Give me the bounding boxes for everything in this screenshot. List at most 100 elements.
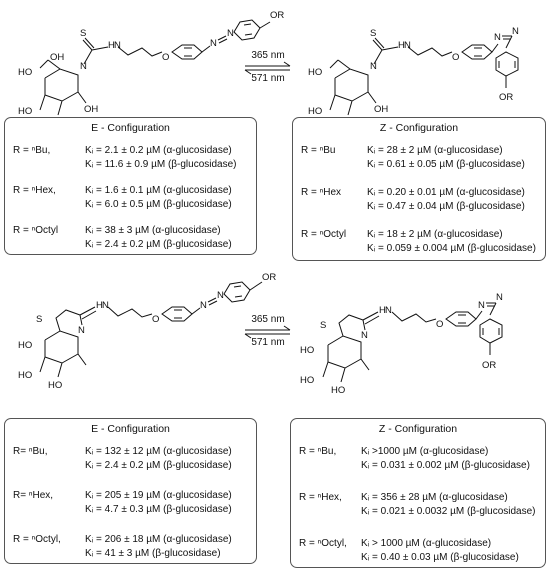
r-group-label: R = ⁿBu,: [299, 446, 337, 457]
atom-oh: OH: [50, 52, 64, 63]
box-title: E - Configuration: [91, 122, 170, 134]
r-group-label: R = ⁿBu: [301, 145, 336, 156]
r-group-label: R= ⁿBu,: [13, 446, 48, 457]
r-group-label: R = ⁿOctyl: [301, 229, 347, 240]
atom-s: S: [370, 28, 376, 39]
atom-ho: HO: [18, 106, 32, 117]
ki-alpha: Kᵢ = 18 ± 2 µM (α-glucosidase): [367, 229, 503, 240]
ki-alpha: Kᵢ = 356 ± 28 µM (α-glucosidase): [361, 492, 508, 503]
atom-ho: HO: [48, 380, 62, 391]
atom-s: S: [80, 28, 86, 39]
ki-alpha: Kᵢ = 206 ± 18 µM (α-glucosidase): [85, 534, 232, 545]
atom-n: N: [78, 325, 85, 336]
ki-beta: Kᵢ = 2.4 ± 0.2 µM (β-glucosidase): [85, 460, 232, 471]
panel2-e-config-box: E - Configuration R= ⁿBu, Kᵢ = 132 ± 12 …: [4, 418, 257, 564]
atom-ho: HO: [300, 375, 314, 386]
r-group-label: R = ⁿHex: [301, 187, 342, 198]
atom-n: N: [227, 28, 234, 39]
box-title: Z - Configuration: [379, 122, 459, 134]
ki-beta: Kᵢ = 0.031 ± 0.002 µM (β-glucosidase): [361, 460, 530, 471]
atom-or: OR: [499, 92, 513, 103]
atom-n: N: [404, 40, 411, 51]
atom-n: N: [496, 292, 503, 303]
atom-n: N: [361, 330, 368, 341]
atom-s: S: [36, 314, 42, 325]
ki-beta: Kᵢ = 0.40 ± 0.03 µM (β-glucosidase): [361, 552, 519, 563]
wavelength-label-365-top: 365 nm: [251, 50, 285, 61]
atom-h: H: [398, 40, 405, 51]
atom-n: N: [80, 61, 87, 72]
ki-beta: Kᵢ = 0.021 ± 0.0032 µM (β-glucosidase): [361, 506, 536, 517]
structure-z-thiourea: [329, 35, 519, 116]
ki-alpha: Kᵢ = 1.6 ± 0.1 µM (α-glucosidase): [85, 185, 232, 196]
r-group-label: R = ⁿOctyl,: [299, 538, 347, 549]
atom-oh: OH: [84, 104, 98, 115]
ki-beta: Kᵢ = 4.7 ± 0.3 µM (β-glucosidase): [85, 504, 232, 515]
atom-or: OR: [262, 272, 276, 283]
atom-ho: HO: [308, 106, 322, 117]
box-title: Z - Configuration: [378, 423, 458, 435]
atom-n: N: [114, 40, 121, 51]
ki-beta: Kᵢ = 0.47 ± 0.04 µM (β-glucosidase): [367, 201, 525, 212]
atom-ho: HO: [18, 67, 32, 78]
atom-or: OR: [270, 10, 284, 21]
atom-o: O: [162, 52, 169, 63]
box-title: E - Configuration: [91, 423, 170, 435]
atom-ho: HO: [18, 370, 32, 381]
atom-n: N: [494, 32, 501, 43]
ki-beta: Kᵢ = 6.0 ± 0.5 µM (β-glucosidase): [85, 199, 232, 210]
r-group-label: R = ⁿOctyl,: [13, 534, 61, 545]
r-group-label: R= ⁿHex,: [13, 490, 54, 501]
atom-n: N: [200, 300, 207, 311]
atom-n: N: [210, 38, 217, 49]
ki-beta: Kᵢ = 0.059 ± 0.004 µM (β-glucosidase): [367, 243, 536, 254]
wavelength-label-571-bottom: 571 nm: [251, 337, 285, 348]
atom-o: O: [152, 314, 159, 325]
atom-s: S: [320, 320, 326, 331]
ki-alpha: Kᵢ = 38 ± 3 µM (α-glucosidase): [85, 225, 221, 236]
atom-n: N: [370, 61, 377, 72]
ki-alpha: Kᵢ = 2.1 ± 0.2 µM (α-glucosidase): [85, 145, 232, 156]
ki-alpha: Kᵢ = 0.20 ± 0.01 µM (α-glucosidase): [367, 187, 525, 198]
panel1-z-config-box: Z - Configuration R = ⁿBu Kᵢ = 28 ± 2 µM…: [292, 117, 546, 261]
atom-or: OR: [482, 360, 496, 371]
r-group-label: R = ⁿOctyl: [13, 225, 59, 236]
atom-n: N: [217, 290, 224, 301]
ki-alpha: Kᵢ = 205 ± 19 µM (α-glucosidase): [85, 490, 232, 501]
ki-alpha: Kᵢ = 132 ± 12 µM (α-glucosidase): [85, 446, 232, 457]
r-group-label: R = ⁿHex,: [13, 185, 56, 196]
equilibrium-arrow-top: [244, 61, 291, 75]
atom-ho: HO: [300, 345, 314, 356]
atom-o: O: [436, 319, 443, 330]
structure-e-cyclic: [39, 281, 263, 378]
atom-n: N: [512, 26, 519, 37]
atom-ho: HO: [331, 385, 345, 396]
structure-z-cyclic: [322, 302, 503, 383]
atom-oh: OH: [374, 104, 388, 115]
ki-beta: Kᵢ = 2.4 ± 0.2 µM (β-glucosidase): [85, 239, 232, 250]
ki-beta: Kᵢ = 11.6 ± 0.9 µM (β-glucosidase): [85, 159, 237, 170]
ki-beta: Kᵢ = 0.61 ± 0.05 µM (β-glucosidase): [367, 159, 525, 170]
atom-n: N: [385, 305, 392, 316]
atom-o: O: [452, 52, 459, 63]
atom-ho: HO: [18, 340, 32, 351]
atom-h: H: [108, 40, 115, 51]
atom-h: H: [379, 305, 386, 316]
atom-ho: HO: [308, 67, 322, 78]
wavelength-label-571-top: 571 nm: [251, 73, 285, 84]
ki-alpha: Kᵢ >1000 µM (α-glucosidase): [361, 446, 489, 457]
atom-n: N: [102, 300, 109, 311]
structure-e-thiourea: [39, 19, 271, 116]
r-group-label: R = ⁿHex,: [299, 492, 342, 503]
r-group-label: R = ⁿBu,: [13, 145, 51, 156]
wavelength-label-365-bottom: 365 nm: [251, 314, 285, 325]
equilibrium-arrow-bottom: [244, 325, 291, 339]
panel1-e-config-box: E - Configuration R = ⁿBu, Kᵢ = 2.1 ± 0.…: [4, 117, 257, 255]
panel2-z-config-box: Z - Configuration R = ⁿBu, Kᵢ >1000 µM (…: [290, 418, 546, 568]
ki-alpha: Kᵢ = 28 ± 2 µM (α-glucosidase): [367, 145, 503, 156]
ki-beta: Kᵢ = 41 ± 3 µM (β-glucosidase): [85, 548, 221, 559]
atom-n: N: [478, 300, 485, 311]
atom-h: H: [96, 300, 103, 311]
ki-alpha: Kᵢ > 1000 µM (α-glucosidase): [361, 538, 492, 549]
